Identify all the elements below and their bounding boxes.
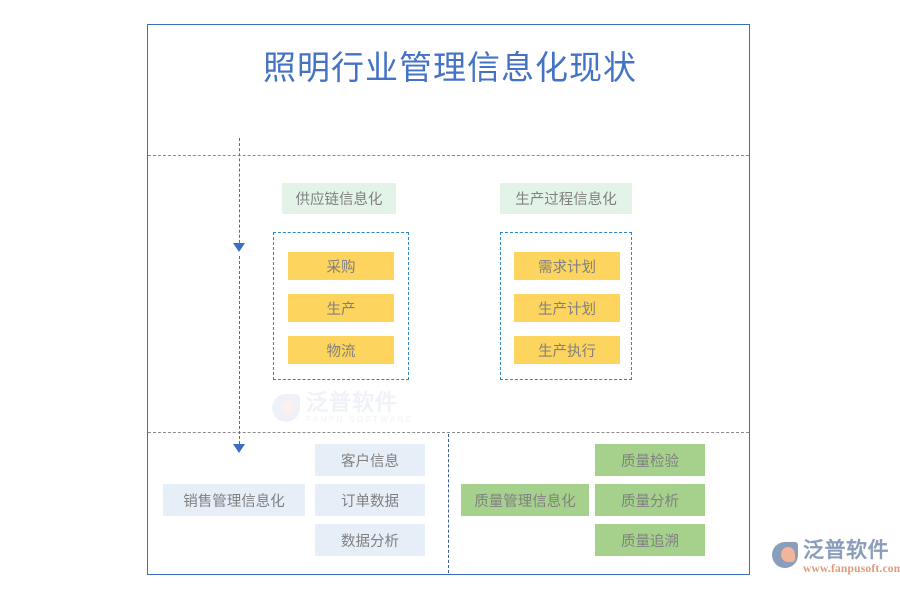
horizontal-divider-bottom <box>148 432 749 433</box>
node-data-analysis[interactable]: 数据分析 <box>315 524 425 556</box>
flow-line-lower <box>239 256 240 444</box>
node-production-plan[interactable]: 生产计划 <box>514 294 620 322</box>
page-title: 照明行业管理信息化现状 <box>263 51 637 87</box>
flow-arrow-lower-icon <box>233 444 245 453</box>
section-label-supply-chain[interactable]: 供应链信息化 <box>282 183 396 214</box>
node-quality-traceability[interactable]: 质量追溯 <box>595 524 705 556</box>
group-box-supply-chain <box>273 232 409 380</box>
vertical-divider-bottom-band <box>448 434 449 573</box>
node-quality-inspection[interactable]: 质量检验 <box>595 444 705 476</box>
group-box-production-process <box>500 232 632 380</box>
node-manufacture[interactable]: 生产 <box>288 294 394 322</box>
node-order-data[interactable]: 订单数据 <box>315 484 425 516</box>
flow-arrow-upper-icon <box>233 243 245 252</box>
section-label-production-process[interactable]: 生产过程信息化 <box>500 183 632 214</box>
node-quality-analysis[interactable]: 质量分析 <box>595 484 705 516</box>
horizontal-divider-top <box>148 155 749 156</box>
corner-logo: 泛普软件 www.fanpusoft.com <box>772 540 900 576</box>
node-demand-plan[interactable]: 需求计划 <box>514 252 620 280</box>
section-label-sales-management[interactable]: 销售管理信息化 <box>163 484 305 516</box>
node-procurement[interactable]: 采购 <box>288 252 394 280</box>
node-logistics[interactable]: 物流 <box>288 336 394 364</box>
node-customer-info[interactable]: 客户信息 <box>315 444 425 476</box>
flow-line-upper <box>239 138 240 248</box>
node-production-execution[interactable]: 生产执行 <box>514 336 620 364</box>
corner-logo-text: 泛普软件 www.fanpusoft.com <box>803 540 900 576</box>
section-label-quality-management[interactable]: 质量管理信息化 <box>461 484 589 516</box>
corner-logo-cn: 泛普软件 <box>803 539 889 562</box>
corner-logo-url: www.fanpusoft.com <box>803 563 900 575</box>
diagram-frame <box>147 24 750 575</box>
fanpu-brand-icon <box>772 542 798 568</box>
